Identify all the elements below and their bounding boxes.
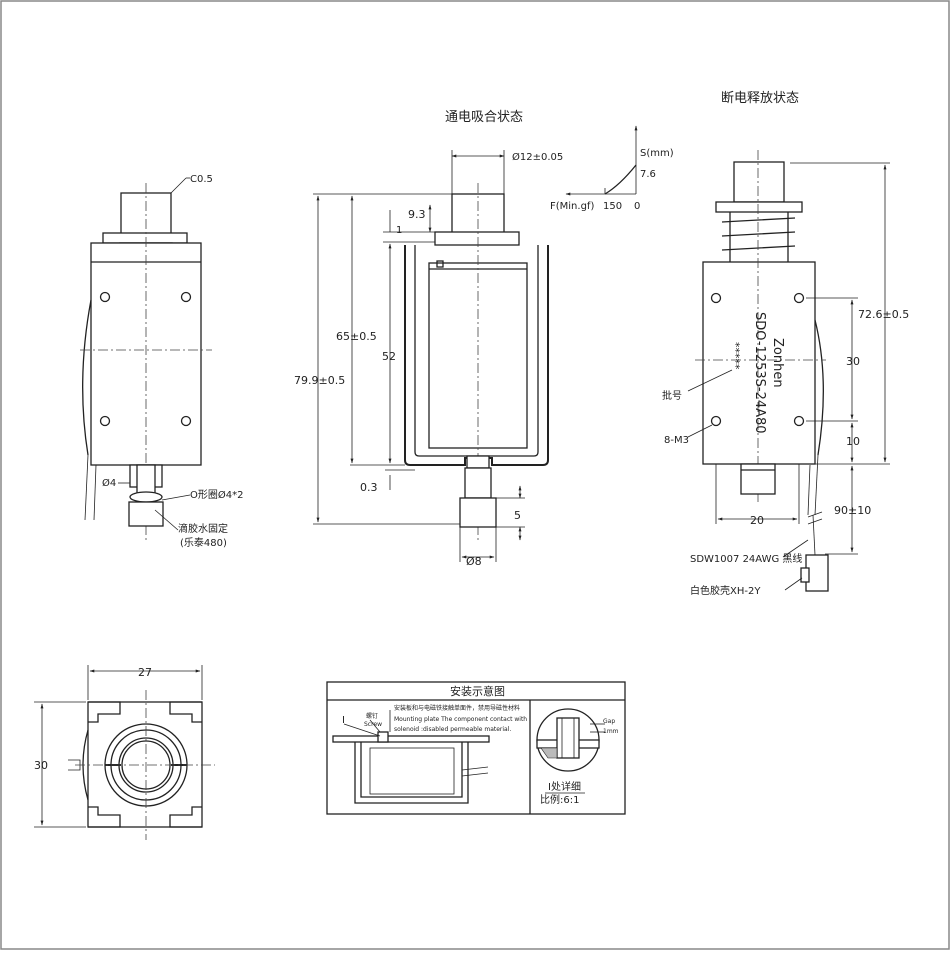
dim-30-right: 30 <box>846 355 860 368</box>
f-value: 150 <box>603 201 622 212</box>
front-view <box>80 177 212 540</box>
screw-cn-label: 螺钉 <box>366 712 378 720</box>
released-state-title: 断电释放状态 <box>721 91 799 106</box>
force-stroke-graph <box>565 125 638 196</box>
wire-label: SDW1007 24AWG 黑线 <box>690 552 802 565</box>
mounting-note-en-1: Mounting plate The component contact wit… <box>394 716 527 723</box>
dim-65: 65±0.5 <box>336 330 377 343</box>
glue-label: 滴胶水固定 <box>178 522 228 535</box>
s-value: 7.6 <box>640 169 656 180</box>
install-title: 安装示意图 <box>450 684 505 698</box>
energized-state-title: 通电吸合状态 <box>445 110 523 125</box>
bottom-dimensions <box>34 665 203 828</box>
dim-90: 90±10 <box>834 504 871 517</box>
dim-1: 1 <box>396 225 402 236</box>
dim-10: 10 <box>846 435 860 448</box>
install-diagram-box <box>326 681 626 815</box>
gap-label: Gap <box>603 718 615 725</box>
dim-20: 20 <box>750 514 764 527</box>
model-number: SDO-1253S-24A80 <box>752 312 767 434</box>
right-dimensions <box>715 162 890 591</box>
center-view <box>404 183 549 540</box>
dim-79-9: 79.9±0.5 <box>294 374 345 387</box>
plunger-dia-label: Ø12±0.05 <box>512 151 563 163</box>
batch-leader <box>687 369 733 392</box>
f-axis-label: F(Min.gf) <box>550 201 594 212</box>
dim-5: 5 <box>514 509 521 522</box>
s-axis-label: S(mm) <box>640 148 674 159</box>
screw-label: 8-M3 <box>664 435 689 446</box>
dim-72-6: 72.6±0.5 <box>858 308 909 321</box>
chamfer-label: C0.5 <box>190 174 213 185</box>
screw-leader <box>687 424 713 438</box>
mounting-note-en-2: solenoid :disabled permeable material. <box>394 726 511 733</box>
connector-label: 白色胶壳XH-2Y <box>690 584 761 597</box>
dim-8: Ø8 <box>466 555 482 568</box>
detail-label: I处详细 <box>548 780 581 793</box>
gap-value: 1mm <box>603 728 619 735</box>
screw-en-label: Screw <box>364 721 382 728</box>
dim-27: 27 <box>138 666 152 679</box>
detail-marker-i: I <box>342 715 345 726</box>
o-ring-label: O形圈Ø4*2 <box>190 489 243 501</box>
batch-marks: ***** <box>729 342 742 370</box>
dim-52: 52 <box>382 350 396 363</box>
scale-label: 比例:6:1 <box>540 793 579 806</box>
batch-label: 批号 <box>662 389 682 402</box>
center-dimensions <box>313 150 525 562</box>
dim-9-3: 9.3 <box>408 208 426 221</box>
dim-30-bottom: 30 <box>34 759 48 772</box>
right-view <box>695 150 829 592</box>
graph-origin: 0 <box>634 201 640 212</box>
brand-logo: Zonhen <box>770 338 785 388</box>
dim-0-3: 0.3 <box>360 481 378 494</box>
shaft-dia-label: Ø4 <box>102 477 116 489</box>
mounting-note-cn: 安装板和与电磁铁接触单面件，禁用导磁性材料 <box>394 704 520 712</box>
glue-type-label: (乐泰480) <box>180 536 227 549</box>
bottom-view <box>68 690 215 840</box>
